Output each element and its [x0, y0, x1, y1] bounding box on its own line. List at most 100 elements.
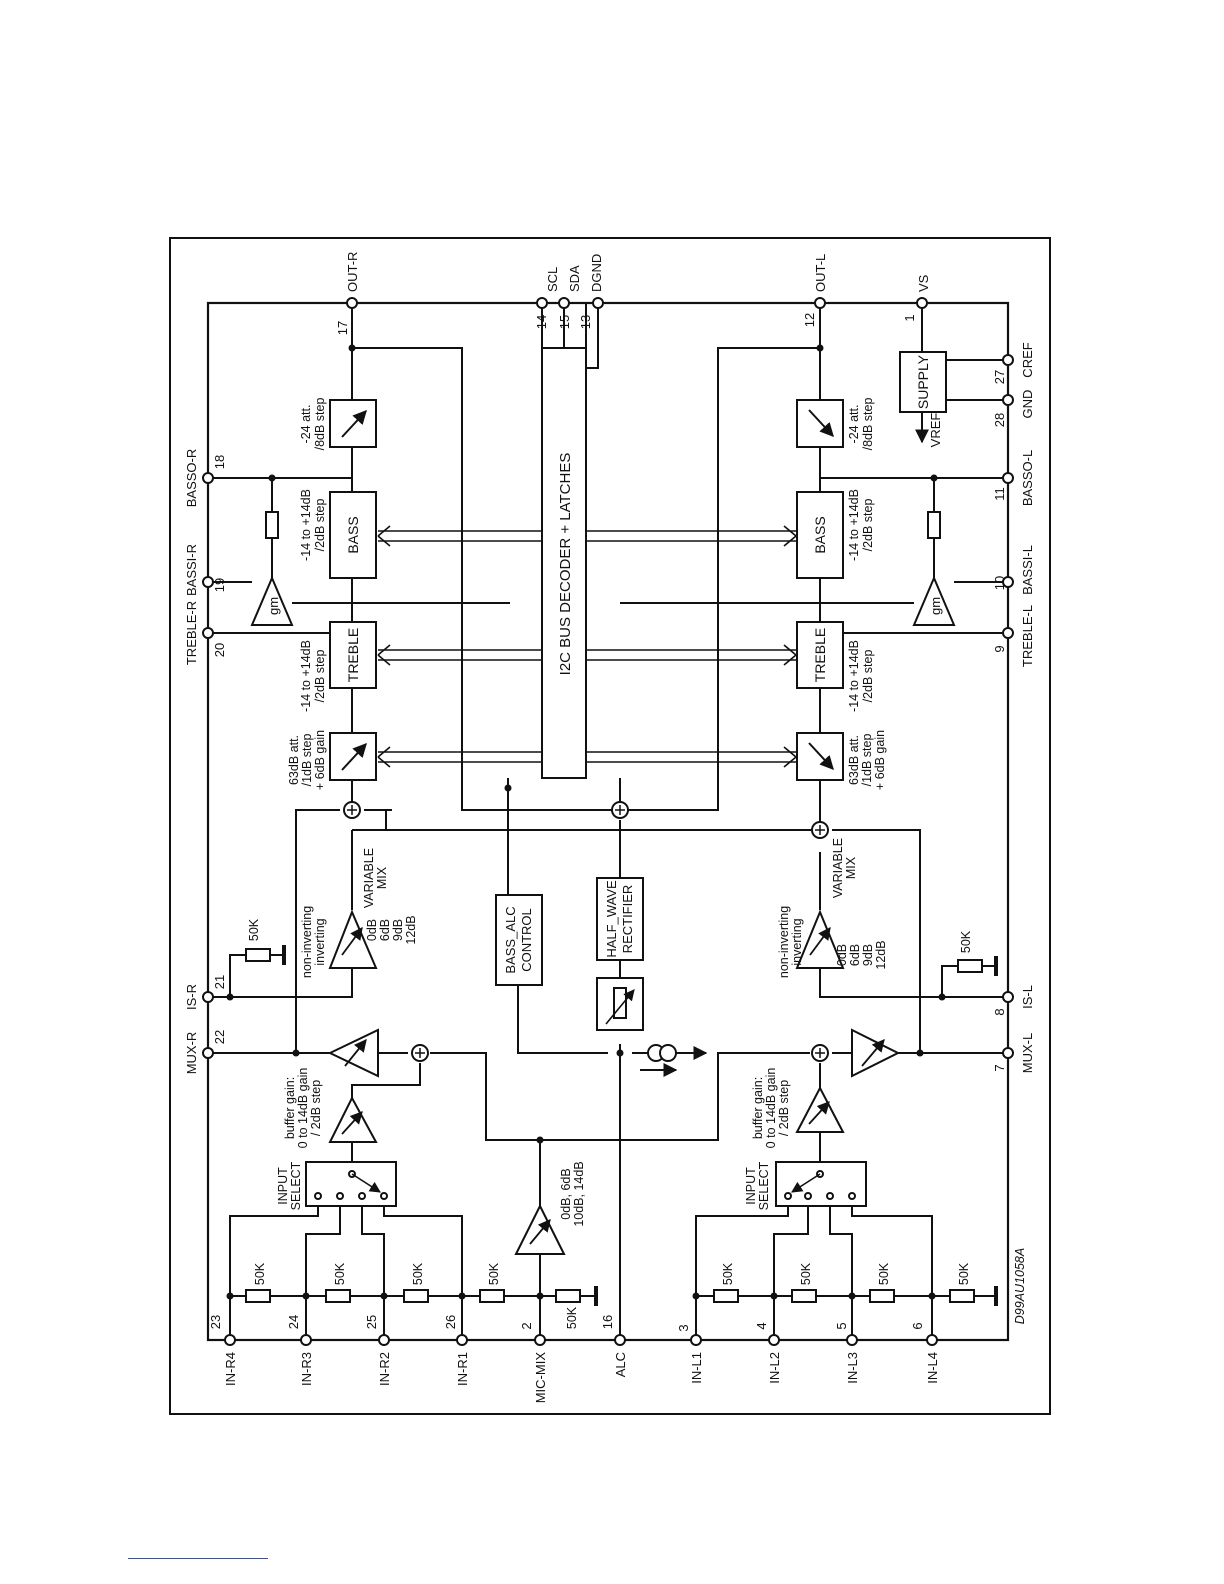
mix-gain-l-0: 0dB — [835, 944, 849, 966]
treble-l-range-1: -14 to +14dB — [847, 640, 861, 712]
pin-label-in-l1: IN-L1 — [689, 1352, 704, 1384]
mix-gain-l-3: 12dB — [874, 940, 888, 969]
bass-r-range-2: /2dB step — [313, 499, 327, 552]
gm-l-label: gm — [928, 597, 943, 615]
resistor-label-r4: 50K — [253, 1262, 267, 1285]
bass-r-range-1: -14 to +14dB — [299, 489, 313, 561]
resistor-label-r3: 50K — [333, 1262, 347, 1285]
resistor-label-l3: 50K — [877, 1262, 891, 1285]
resistor-label-is-r: 50K — [247, 918, 261, 941]
pin-num-28: 28 — [992, 413, 1007, 427]
supply-block — [899, 351, 947, 413]
out-att-r-text-1: -24 att. — [299, 405, 313, 444]
mux-r-amplifier — [327, 1028, 379, 1078]
footer-rule — [128, 1558, 268, 1559]
pin-label-in-r1: IN-R1 — [455, 1352, 470, 1386]
pin-num-16: 16 — [600, 1315, 615, 1329]
junction-dots — [226, 344, 946, 1300]
pin-label-scl: SCL — [545, 267, 560, 292]
volume-l-text-1: 63dB att. — [847, 735, 861, 785]
pin-label-in-r3: IN-R3 — [299, 1352, 314, 1386]
bass-l-range-2: /2dB step — [861, 499, 875, 552]
pin-label-gnd: GND — [1020, 390, 1035, 419]
bass-l-range-1: -14 to +14dB — [847, 489, 861, 561]
buffer-gain-r-text-1: buffer gain: — [283, 1077, 297, 1139]
resistor-bass-l — [927, 511, 941, 539]
pin-num-6: 6 — [910, 1322, 925, 1329]
pin-num-14: 14 — [534, 315, 549, 329]
pin-num-2: 2 — [519, 1322, 534, 1329]
treble-r-range-1: -14 to +14dB — [299, 640, 313, 712]
buffer-gain-l-text-2: 0 to 14dB gain — [764, 1068, 778, 1149]
inverting-l-text-1: non-inverting — [777, 906, 791, 978]
resistor-label-r1: 50K — [487, 1262, 501, 1285]
volume-r-block — [329, 732, 377, 781]
pin-num-19: 19 — [212, 578, 227, 592]
bass-l-block — [796, 491, 844, 579]
chip-boundary — [206, 301, 1010, 1342]
pin-label-dgnd: DGND — [589, 254, 604, 292]
out-att-r-text-2: /8dB step — [313, 398, 327, 451]
out-att-l-block — [796, 399, 844, 448]
drawing-id: D99AU1058A — [1013, 1248, 1027, 1324]
input-select-r-text-1: INPUT — [276, 1167, 290, 1205]
bass-l-label: BASS — [812, 516, 828, 553]
vref-label: VREF — [928, 413, 943, 448]
pin-num-21: 21 — [212, 975, 227, 989]
pin-num-12: 12 — [802, 313, 817, 327]
mux-l-amplifier — [851, 1028, 901, 1078]
variable-mix-l-text-1: VARIABLE — [831, 838, 845, 898]
pin-label-in-r2: IN-R2 — [377, 1352, 392, 1386]
volume-l-text-2: /1dB step — [860, 734, 874, 787]
pin-num-11: 11 — [992, 487, 1007, 501]
pin-label-bassi-l: BASSI-L — [1020, 545, 1035, 595]
pin-num-13: 13 — [578, 315, 593, 329]
bass-alc-label-1: BASS_ALC — [503, 906, 518, 973]
wiring — [208, 303, 1008, 1340]
pin-label-basso-r: BASSO-R — [184, 449, 199, 508]
pin-circles — [202, 297, 1014, 1346]
pin-label-bassi-r: BASSI-R — [184, 544, 199, 596]
pin-num-17: 17 — [335, 321, 350, 335]
buffer-r-amplifier — [328, 1095, 378, 1143]
half-wave-rectifier-block — [596, 877, 644, 961]
volume-r-text-2: /1dB step — [300, 734, 314, 787]
resistor-label-r2: 50K — [411, 1262, 425, 1285]
resistor-label-l2: 50K — [799, 1262, 813, 1285]
volume-r-text-1: 63dB att. — [287, 735, 301, 785]
input-select-r-block — [305, 1161, 397, 1207]
i2c-bus-decoder-block — [541, 347, 587, 779]
resistor-label-is-l: 50K — [959, 930, 973, 953]
treble-l-block — [796, 621, 844, 689]
pin-num-23: 23 — [208, 1315, 223, 1329]
out-att-l-text-1: -24 att. — [847, 405, 861, 444]
bass-alc-label-2: CONTROL — [519, 908, 534, 972]
pin-num-7: 7 — [992, 1064, 1007, 1071]
inverting-l-text-2: inverting — [790, 918, 804, 965]
pin-label-sda: SDA — [567, 265, 582, 292]
current-source-icon — [647, 1044, 677, 1062]
pin-label-mux-l: MUX-L — [1020, 1033, 1035, 1073]
out-att-l-text-2: /8dB step — [861, 398, 875, 451]
pin-label-in-l2: IN-L2 — [767, 1352, 782, 1384]
volume-l-block — [796, 732, 844, 781]
inverting-r-text-2: inverting — [313, 918, 327, 965]
resistor-bass-r — [265, 511, 279, 539]
input-select-r-contacts — [314, 1170, 388, 1200]
variable-mix-l-text-2: MIX — [844, 856, 858, 879]
volume-l-text-3: + 6dB gain — [873, 730, 887, 790]
pin-label-out-l: OUT-L — [813, 254, 828, 292]
half-wave-label-1: HALF_WAVE — [604, 880, 619, 958]
pin-num-1: 1 — [902, 314, 917, 321]
pin-label-mux-r: MUX-R — [184, 1032, 199, 1075]
pin-label-basso-l: BASSO-L — [1020, 450, 1035, 506]
pin-label-out-r: OUT-R — [345, 252, 360, 292]
treble-l-range-2: /2dB step — [861, 650, 875, 703]
summing-nodes — [343, 801, 829, 1062]
pin-label-is-l: IS-L — [1020, 985, 1035, 1009]
mic-amplifier — [514, 1203, 566, 1255]
volume-r-text-3: + 6dB gain — [313, 730, 327, 790]
treble-l-label: TREBLE — [812, 628, 828, 682]
pin-label-alc: ALC — [613, 1352, 628, 1377]
